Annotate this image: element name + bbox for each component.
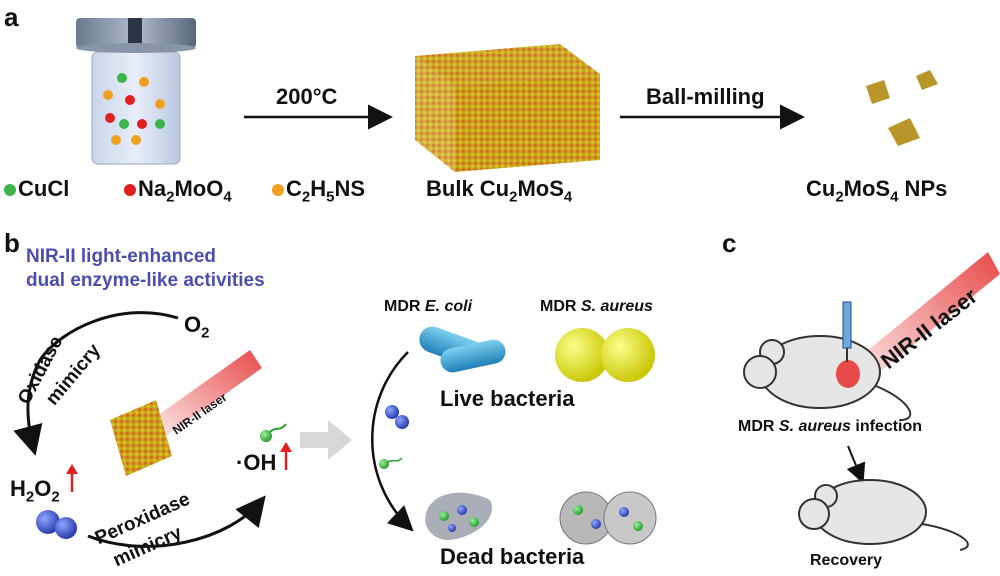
bulk-crystal xyxy=(415,44,600,172)
bulk-label: Bulk Cu2MoS4 xyxy=(426,176,573,206)
kill-arrow xyxy=(371,351,414,532)
cucl-dot-icon xyxy=(4,184,16,197)
panel-b-title-line1: NIR-II light-enhanced xyxy=(26,246,216,267)
c2h5ns-dot-icon xyxy=(272,184,284,197)
reagent-na2moo4: Na2MoO4 xyxy=(124,176,232,205)
laser-beam-c xyxy=(856,252,1000,380)
live-bacteria-label: Live bacteria xyxy=(440,386,575,411)
nanozyme-spheres-b xyxy=(36,510,77,539)
reagent-cucl: CuCl xyxy=(4,176,69,202)
nanoparticle-flakes xyxy=(866,70,938,146)
o2-label: O2 xyxy=(184,312,210,342)
panel-label-a: a xyxy=(4,2,19,32)
saureus-cocci xyxy=(555,328,655,382)
ecoli-rods xyxy=(419,326,506,373)
na2moo4-dot-icon xyxy=(124,184,136,197)
infection-label: MDR S. aureus infection xyxy=(738,418,923,435)
reaction-vial xyxy=(76,18,196,165)
panel-b-title-line2: dual enzyme-like activities xyxy=(26,270,265,291)
nps-label: Cu2MoS4 NPs xyxy=(806,176,948,206)
reagent-c2h5ns: C2H5NS xyxy=(272,176,365,205)
dead-saureus xyxy=(559,491,657,545)
peroxidase-arrow xyxy=(87,495,266,548)
nanosheet-b xyxy=(110,400,172,476)
oxidase-arrow xyxy=(13,311,179,456)
ecoli-label: MDR E. coli xyxy=(384,298,473,315)
recovery-arrow xyxy=(846,445,866,484)
nanozyme-spheres-arc xyxy=(379,405,409,469)
h2o2-label: H2O2 xyxy=(10,476,60,506)
recovery-label: Recovery xyxy=(810,552,883,569)
infection-site xyxy=(836,360,860,388)
infected-mouse xyxy=(743,335,912,421)
laser-beam-b xyxy=(154,350,262,436)
dead-bacteria-label: Dead bacteria xyxy=(440,544,585,569)
panel-label-c: c xyxy=(722,228,737,258)
step-ball-milling-label: Ball-milling xyxy=(646,84,765,109)
oh-label: ·OH xyxy=(236,450,277,475)
syringe-icon xyxy=(842,301,852,362)
step-heat-label: 200°C xyxy=(276,84,338,109)
recovered-mouse xyxy=(798,479,969,551)
dead-ecoli xyxy=(425,492,492,540)
hydroxyl-radical-icon xyxy=(260,423,287,442)
panel-label-b: b xyxy=(4,228,20,258)
transition-arrow xyxy=(300,420,352,460)
saureus-label: MDR S. aureus xyxy=(540,298,653,315)
